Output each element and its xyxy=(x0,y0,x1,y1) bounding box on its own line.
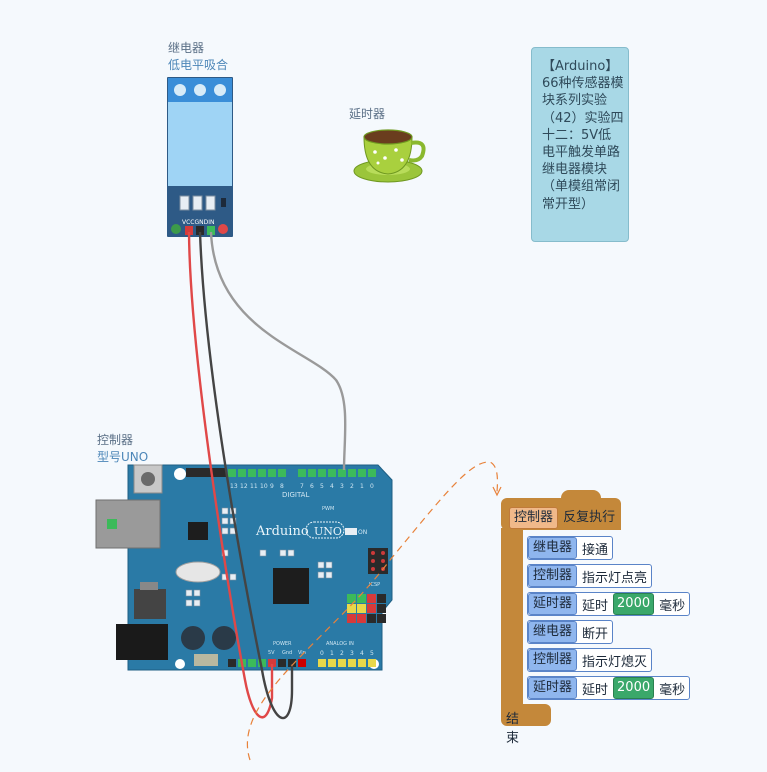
power-pin-label: Gnd xyxy=(282,650,292,656)
analog-pin-label: 3 xyxy=(350,650,354,657)
digital-label: DIGITAL xyxy=(282,491,309,499)
board-model: UNO xyxy=(314,525,342,538)
stmt-module-tag: 控制器 xyxy=(528,649,578,671)
digital-pin-label: 0 xyxy=(370,483,374,490)
loop-block-tab xyxy=(561,490,601,500)
digital-pin-label: 13 xyxy=(230,483,238,490)
stmt-text: 延时 xyxy=(582,598,609,614)
stmt-text: 指示灯熄灭 xyxy=(582,654,648,670)
controller-sub-label: 型号UNO xyxy=(97,450,149,464)
stmt-module-tag: 延时器 xyxy=(528,593,578,615)
stmt-module-tag: 继电器 xyxy=(528,621,578,643)
loop-text: 反复执行 xyxy=(563,510,616,525)
relay-name-label: 继电器 xyxy=(168,41,205,55)
digital-pin-label: 2 xyxy=(350,483,354,490)
wire-black[interactable] xyxy=(198,231,294,720)
pwm-label: PWM xyxy=(322,506,334,512)
digital-pin-label: 3 xyxy=(340,483,344,490)
stmt-module-tag: 延时器 xyxy=(528,677,578,699)
power-pin-labels: 5V Gnd Vin xyxy=(268,650,306,656)
dashed-connector xyxy=(247,461,499,761)
analog-pin-label: 4 xyxy=(360,650,364,657)
relay-module[interactable]: VCCGNDIN xyxy=(167,77,233,237)
relay-sub-label: 低电平吸合 xyxy=(168,58,229,72)
stmt-text: 接通 xyxy=(582,542,609,558)
analog-label: ANALOG IN xyxy=(326,641,354,647)
digital-pin-label: 8 xyxy=(280,483,284,490)
stmt-module-tag: 继电器 xyxy=(528,537,578,559)
digital-pin-label: 6 xyxy=(310,483,314,490)
on-label: ON xyxy=(358,529,367,536)
stmt-module-tag: 控制器 xyxy=(528,565,578,587)
stmt-delay-1[interactable]: 延时器 延时 2000 毫秒 xyxy=(527,592,691,616)
teacup-icon[interactable] xyxy=(353,129,426,183)
digital-pin-label: 4 xyxy=(330,483,334,490)
stmt-text: 断开 xyxy=(582,626,609,642)
loop-end-label: 结束 xyxy=(506,712,520,746)
board-brand: Arduino xyxy=(255,524,309,539)
stmt-text: 指示灯点亮 xyxy=(582,570,648,586)
analog-pin-label: 0 xyxy=(320,650,324,657)
power-pin-label: Vin xyxy=(298,650,306,656)
digital-pin-label: 7 xyxy=(300,483,304,490)
stmt-unit: 毫秒 xyxy=(659,682,686,698)
analog-pin-label: 1 xyxy=(330,650,334,657)
digital-pin-label: 1 xyxy=(360,483,364,490)
delay-value-input[interactable]: 2000 xyxy=(613,677,655,699)
analog-pin-label: 5 xyxy=(370,650,374,657)
stmt-led-off[interactable]: 控制器 指示灯熄灭 xyxy=(527,648,653,672)
delay-value-input[interactable]: 2000 xyxy=(613,593,655,615)
controller-name-label: 控制器 xyxy=(97,433,134,447)
loop-module-tag: 控制器 xyxy=(509,507,559,529)
digital-pin-label: 10 xyxy=(260,483,268,490)
stmt-delay-2[interactable]: 延时器 延时 2000 毫秒 xyxy=(527,676,691,700)
power-label: POWER xyxy=(273,641,292,647)
dashed-arrow-head xyxy=(492,486,502,497)
digital-pin-label: 11 xyxy=(250,483,258,490)
power-pin-label: 5V xyxy=(268,650,275,656)
loop-block-spine xyxy=(501,528,523,708)
relay-pin-label: VCCGNDIN xyxy=(182,219,215,226)
loop-header: 控制器 反复执行 xyxy=(509,506,615,529)
wire-red[interactable] xyxy=(187,231,274,719)
digital-pin-label: 9 xyxy=(270,483,274,490)
icsp-label: ICSP xyxy=(369,582,380,588)
wire-gray[interactable] xyxy=(209,231,347,471)
digital-pin-label: 5 xyxy=(320,483,324,490)
stmt-text: 延时 xyxy=(582,682,609,698)
experiment-note: 【Arduino】66种传感器模块系列实验（42）实验四十二：5V低电平触发单路… xyxy=(531,47,629,242)
stmt-relay-on[interactable]: 继电器 接通 xyxy=(527,536,614,560)
digital-pin-label: 12 xyxy=(240,483,248,490)
stmt-led-on[interactable]: 控制器 指示灯点亮 xyxy=(527,564,653,588)
loop-block-end[interactable] xyxy=(501,704,551,726)
stmt-unit: 毫秒 xyxy=(659,598,686,614)
stmt-relay-off[interactable]: 继电器 断开 xyxy=(527,620,614,644)
analog-pin-label: 2 xyxy=(340,650,344,657)
delay-name-label: 延时器 xyxy=(349,107,386,121)
